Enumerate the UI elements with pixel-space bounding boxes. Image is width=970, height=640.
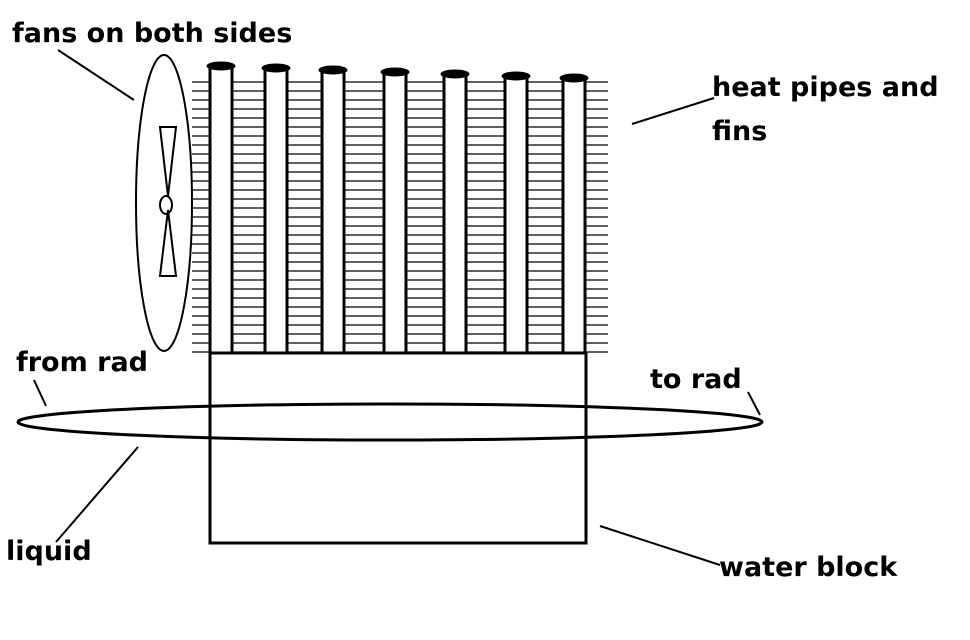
heat-pipe-cap <box>440 69 470 79</box>
water-block-label: water block <box>719 552 898 583</box>
liquid-loop <box>16 402 764 442</box>
heat-pipes-leader <box>631 97 715 125</box>
heat-pipe-cap <box>318 65 348 75</box>
water-block-leader <box>599 525 721 566</box>
heat-pipe <box>442 72 468 355</box>
heat-pipe <box>320 68 346 355</box>
heat-pipes-label-line2: fins <box>712 116 768 147</box>
liquid-label: liquid <box>6 536 92 567</box>
water-block-body <box>208 351 588 545</box>
heat-pipes-label-line1: heat pipes and <box>712 72 939 103</box>
heat-pipe-cap <box>380 67 410 77</box>
fan-blades <box>158 126 178 277</box>
liquid-leader <box>55 446 139 543</box>
from-rad-leader <box>33 379 47 407</box>
fan-hub <box>159 195 173 215</box>
heat-pipe <box>382 70 408 355</box>
fan-outline <box>135 54 193 352</box>
heat-pipe-cap <box>559 73 589 83</box>
from-rad-label: from rad <box>16 347 149 378</box>
heat-pipe-cap <box>206 61 236 71</box>
heat-pipe-cap <box>261 63 291 73</box>
heat-pipe <box>208 64 234 355</box>
fans-label: fans on both sides <box>12 18 293 49</box>
fans-leader <box>57 49 135 101</box>
heat-pipe <box>503 74 529 355</box>
heat-pipe <box>263 66 289 355</box>
to-rad-label: to rad <box>650 364 742 395</box>
to-rad-leader <box>747 391 761 416</box>
heat-pipe-cap <box>501 71 531 81</box>
heat-pipe <box>561 76 587 355</box>
